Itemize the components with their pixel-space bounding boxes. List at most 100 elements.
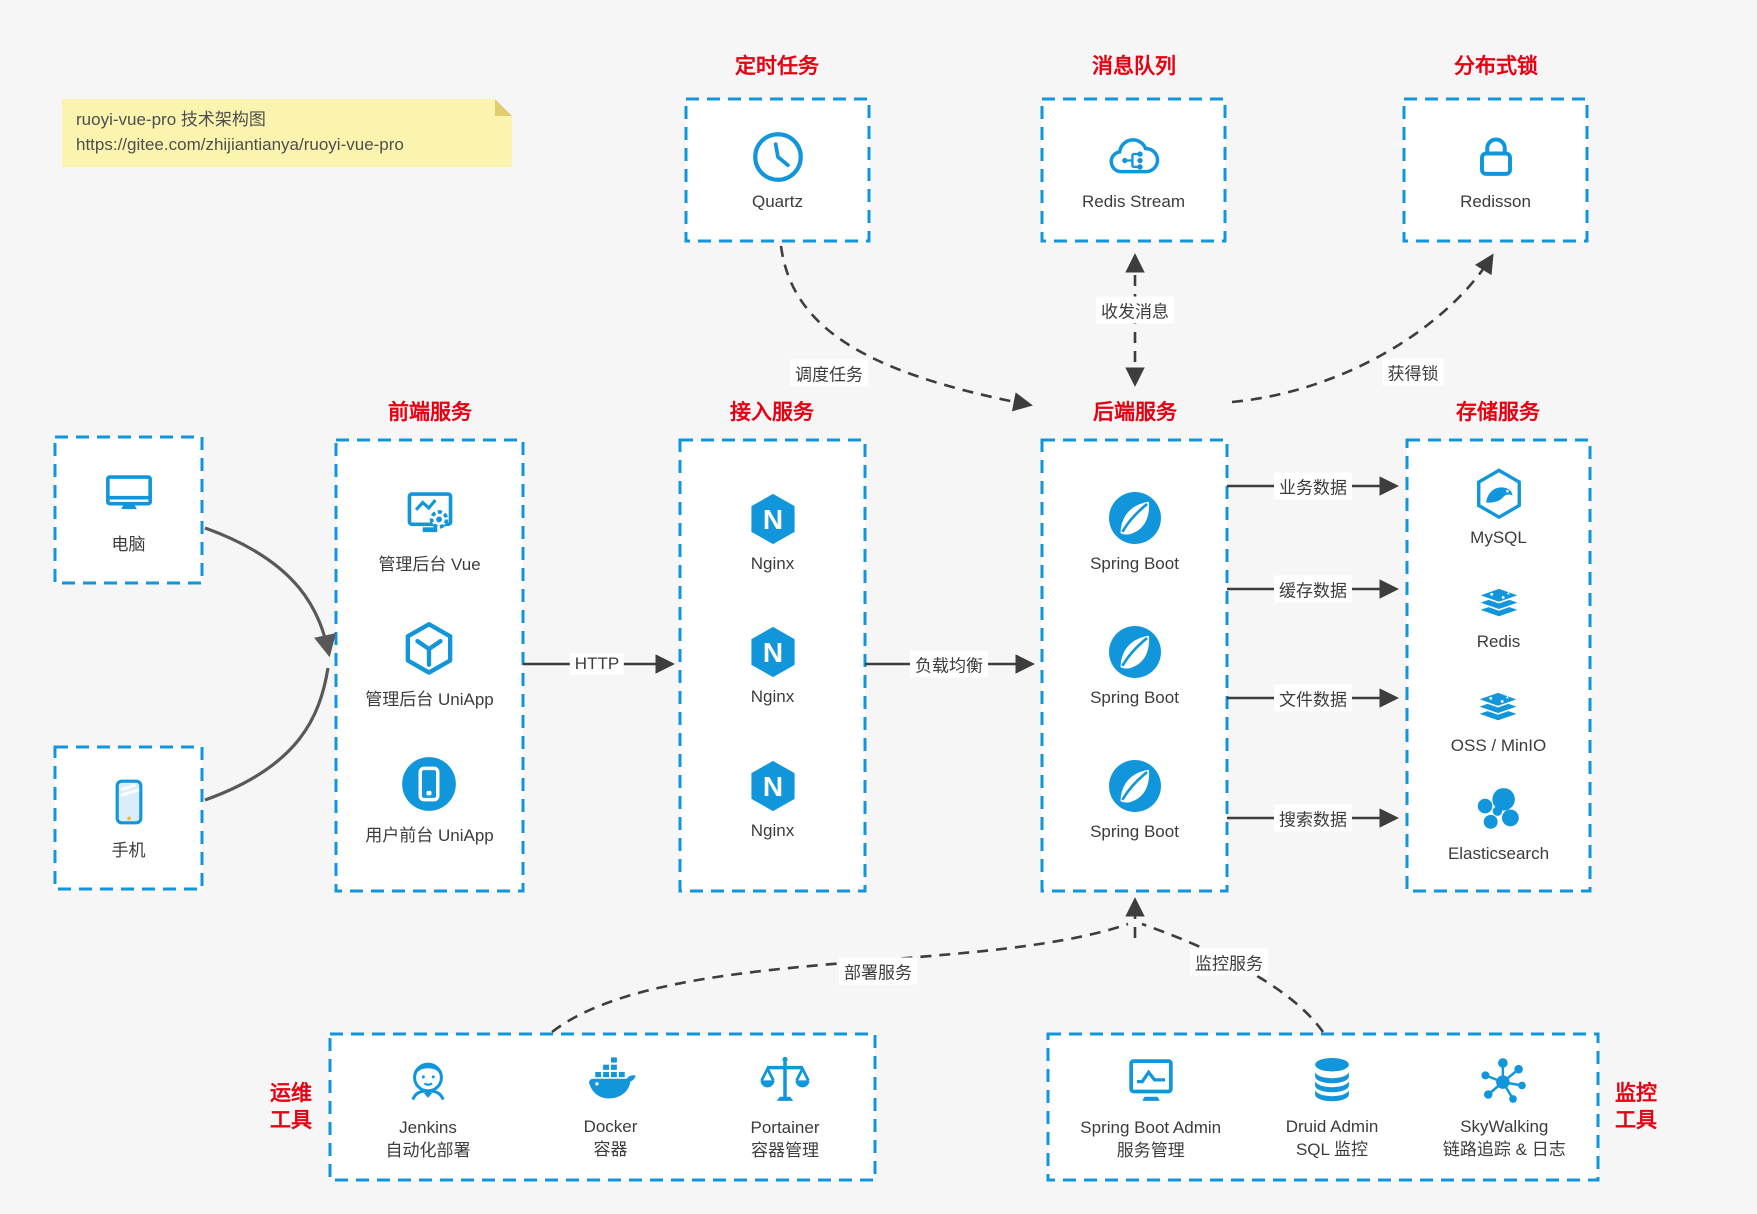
node-phone: 手机 [102,775,156,861]
node-admin-uniapp: 管理后台 UniApp [365,620,494,710]
node-label: Quartz [751,191,804,211]
group-box-gateway: N Nginx N Nginx N Nginx [680,440,865,891]
edge-label-schedule-task: 调度任务 [790,359,868,387]
nginx-icon: N [750,760,795,811]
node-redis-stream: Redis Stream [1082,129,1185,212]
group-box-lock: Redisson [1404,99,1587,241]
group-box-storage: MySQL Redis OSS / Mi [1407,440,1590,891]
admin-dashboard-icon [407,492,452,532]
node-label: Spring Boot [1090,554,1179,573]
database-cylinder-icon [1315,1057,1349,1101]
node-user-uniapp: 用户前台 UniApp [365,754,494,846]
svg-text:N: N [762,637,782,668]
node-label: Redis Stream [1082,191,1185,211]
node-label: OSS / MinIO [1450,736,1547,755]
edge-label-search-data: 搜索数据 [1274,804,1352,832]
node-label: MySQL [1470,528,1527,547]
mobile-app-circle-icon [402,757,457,812]
group-box-frontend: 管理后台 Vue 管理后台 UniApp 用户前台 UniApp [336,440,523,891]
spring-boot-icon [1108,760,1161,812]
node-label: 管理后台 UniApp [365,689,494,709]
node-springboot-admin: Spring Boot Admin 服务管理 [1080,1053,1221,1162]
node-label: SkyWalking 链路追踪 & 日志 [1442,1116,1566,1159]
sticky-note: ruoyi-vue-pro 技术架构图 https://gitee.com/zh… [62,99,512,167]
node-skywalking: SkyWalking 链路追踪 & 日志 [1443,1054,1566,1161]
node-springboot-3: Spring Boot [1090,757,1179,842]
docker-whale-icon [588,1055,636,1098]
node-label: Portainer 容器管理 [750,1117,820,1160]
node-label: 电脑 [111,535,146,554]
group-box-scheduled: Quartz [686,99,869,241]
jenkins-butler-icon [411,1062,445,1100]
node-quartz: Quartz [750,129,806,212]
node-nginx-3: N Nginx [745,758,801,841]
uniapp-cube-icon [406,621,453,675]
group-title-gateway: 接入服务 [730,401,814,424]
computer-monitor-icon [105,475,152,510]
node-label: Druid Admin SQL 监控 [1285,1116,1379,1159]
nginx-icon: N [750,493,795,544]
client-phone-box: 手机 [55,747,202,889]
note-title: ruoyi-vue-pro 技术架构图 [76,110,266,129]
node-admin-vue: 管理后台 Vue [378,485,481,575]
group-title-scheduled: 定时任务 [735,55,819,78]
note-url: https://gitee.com/zhijiantianya/ruoyi-vu… [76,135,404,154]
node-redisson: Redisson [1460,129,1531,212]
object-storage-stack-icon [1476,691,1521,723]
cloud-stream-icon [1109,137,1160,173]
node-elasticsearch: Elasticsearch [1448,783,1549,864]
monitor-chart-icon [1129,1058,1173,1101]
group-box-backend: Spring Boot Spring Boot Spring Boot [1042,440,1227,891]
group-box-monitoring: Spring Boot Admin 服务管理 Druid Admin SQL 监… [1048,1034,1598,1180]
edge-label-load-balance: 负载均衡 [910,650,988,678]
group-title-mq: 消息队列 [1092,55,1176,78]
node-label: Jenkins 自动化部署 [385,1117,471,1160]
group-box-ops: Jenkins 自动化部署 Docker 容器 [330,1034,875,1180]
lock-icon [1479,137,1512,176]
node-label: Nginx [750,553,795,573]
node-springboot-1: Spring Boot [1090,489,1179,574]
node-portainer: Portainer 容器管理 [750,1053,820,1162]
svg-text:N: N [762,503,782,534]
ops-tools-label: 运维 工具 [270,1082,312,1132]
node-label: Nginx [750,820,795,840]
node-druid-admin: Druid Admin SQL 监控 [1285,1054,1379,1161]
spring-boot-icon [1108,626,1161,678]
node-label: Docker 容器 [583,1116,638,1159]
node-computer: 电脑 [100,465,158,555]
node-label: Redis [1476,632,1521,651]
redis-stack-icon [1476,587,1521,619]
phone-icon [115,779,142,825]
edge-label-send-receive: 收发消息 [1096,296,1174,324]
node-redis: Redis [1472,575,1526,652]
edge-label-business-data: 业务数据 [1274,472,1352,500]
network-nodes-icon [1481,1057,1527,1103]
client-computer-box: 电脑 [55,437,202,583]
node-label: Spring Boot Admin 服务管理 [1080,1117,1222,1160]
group-title-lock: 分布式锁 [1454,55,1538,78]
node-label: Spring Boot [1090,688,1179,707]
node-label: Elasticsearch [1447,844,1550,863]
elasticsearch-cluster-icon [1478,788,1520,829]
mysql-icon [1476,468,1521,520]
node-label: Nginx [750,687,795,706]
edge-label-http: HTTP [569,653,625,675]
nginx-icon: N [750,626,795,678]
node-label: Spring Boot [1090,822,1179,841]
node-oss-minio: OSS / MinIO [1451,679,1546,756]
edge-label-deploy-service: 部署服务 [839,957,917,985]
group-title-backend: 后端服务 [1093,401,1177,424]
node-mysql: MySQL [1470,467,1527,548]
scales-icon [760,1056,810,1101]
node-label: 用户前台 UniApp [365,826,494,846]
node-jenkins: Jenkins 自动化部署 [386,1053,471,1162]
node-nginx-1: N Nginx [745,491,801,574]
monitor-tools-label: 监控 工具 [1615,1082,1657,1132]
group-title-storage: 存储服务 [1456,401,1540,424]
group-box-mq: Redis Stream [1042,99,1225,241]
spring-boot-icon [1108,492,1161,544]
node-label: Redisson [1460,191,1531,211]
edge-label-acquire-lock: 获得锁 [1382,358,1444,386]
node-nginx-2: N Nginx [745,624,801,707]
